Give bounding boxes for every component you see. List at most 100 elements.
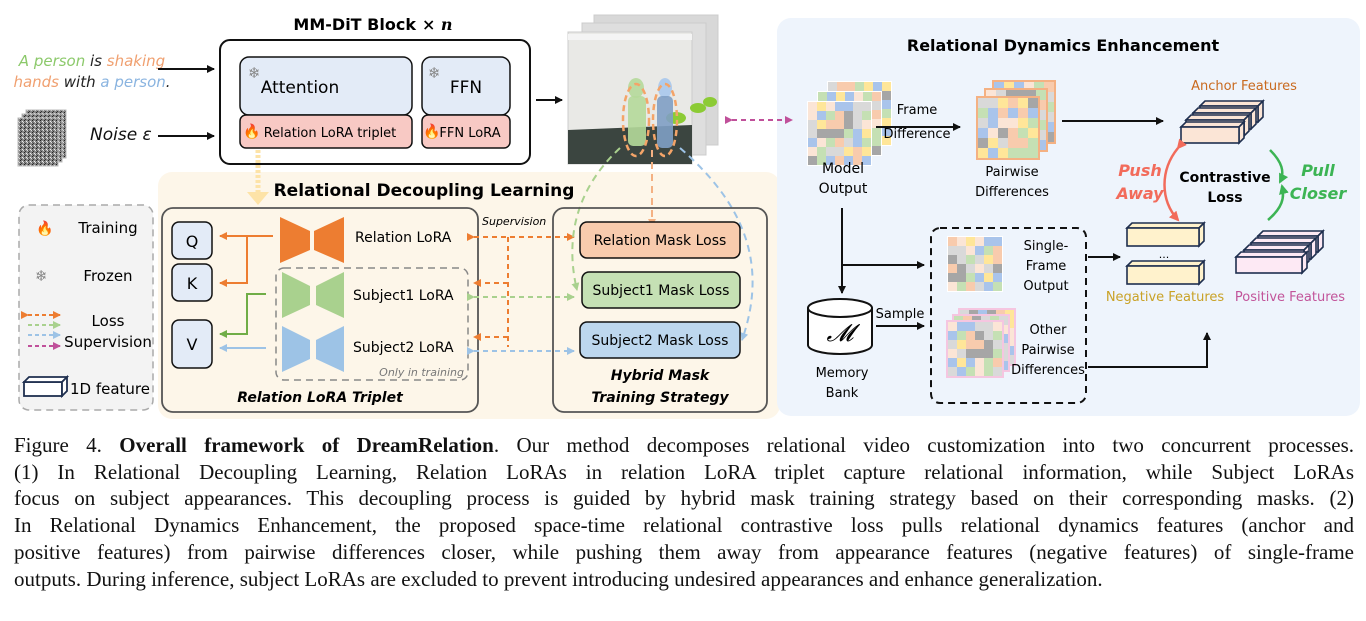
sample-label: Sample [876, 307, 925, 322]
grid-cell [993, 322, 1002, 331]
grid-cell [826, 138, 835, 147]
legend-frozen: Frozen [83, 267, 132, 285]
other-pairwise-label-3: Differences [1011, 363, 1085, 378]
grid-cell [975, 255, 984, 264]
grid-cell [988, 128, 998, 138]
pull-closer-arrow-top [1269, 149, 1289, 184]
fire-icon: 🔥 [423, 123, 440, 140]
grid-cell [808, 120, 817, 129]
grid-cell [872, 137, 881, 146]
feature-cuboid [1180, 126, 1240, 144]
grid-cell [817, 120, 826, 129]
grid-cell [873, 82, 882, 91]
grid-cell [1036, 100, 1046, 110]
figure-caption: Figure 4. Overall framework of DreamRela… [14, 432, 1354, 592]
model-output-grid [807, 81, 892, 166]
other-pairwise-label-1: Other [1030, 323, 1068, 338]
grid-cell [828, 82, 837, 91]
grid-cell [975, 367, 984, 376]
grid-cell [975, 340, 984, 349]
grid-cell [978, 138, 988, 148]
grid-cell [862, 111, 871, 120]
grid-cell [966, 273, 975, 282]
only-in-training-label: Only in training [379, 366, 464, 379]
positive-features-label: Positive Features [1235, 290, 1345, 305]
single-frame-grid [947, 236, 1003, 292]
grid-cell [808, 156, 817, 165]
relation-lora-icon [280, 217, 344, 263]
grid-cell [872, 128, 881, 137]
subject1-mask-loss-box [581, 271, 741, 309]
ffn-label: FFN [450, 78, 482, 98]
grid-cell [1028, 138, 1038, 148]
grid-cell [827, 92, 836, 101]
prompt-part: is [85, 52, 107, 70]
grid-cell [882, 91, 891, 100]
grid-cell [882, 100, 891, 109]
grid-cell [993, 340, 1002, 349]
grid-cell [1028, 148, 1038, 158]
ffn-lora-label: FFN LoRA [439, 126, 500, 141]
grid-cell [882, 118, 891, 127]
grid-cell [984, 246, 993, 255]
grid-cell [975, 246, 984, 255]
grid-cell [853, 120, 862, 129]
grid-cell [1006, 90, 1016, 100]
grid-cell [1044, 132, 1054, 142]
grid-cell [872, 110, 881, 119]
grid-cell [984, 358, 993, 367]
only-in-training-box [275, 267, 469, 381]
grid-cell [978, 118, 988, 128]
grid-cell [835, 120, 844, 129]
grid-cell [1014, 82, 1024, 92]
grid-cell [975, 264, 984, 273]
grid-cell [957, 340, 966, 349]
grid-cell [957, 255, 966, 264]
grid-cell [835, 156, 844, 165]
grid-cell [853, 111, 862, 120]
grid-cell [844, 120, 853, 129]
grid-cell [1018, 118, 1028, 128]
grid-cell [862, 129, 871, 138]
push-away-arrow [1163, 138, 1187, 222]
noise-label: Noise ε [90, 125, 152, 145]
pairwise-differences-grid [976, 80, 1056, 160]
grid-cell [993, 273, 1002, 282]
model-output-label-2: Output [819, 181, 868, 197]
grid-cell [844, 102, 853, 111]
push-label-1: Push [1118, 161, 1161, 180]
grid-cell [1008, 148, 1018, 158]
relation-lora-triplet-label: Relation LoRA triplet [264, 126, 397, 141]
grid-cell [993, 237, 1002, 246]
q-box [171, 221, 213, 260]
other-pairwise-grid [946, 308, 1016, 378]
grid-cell [854, 92, 863, 101]
grid-cell [853, 147, 862, 156]
contrastive-label-1: Contrastive [1179, 170, 1270, 186]
grid-cell [853, 129, 862, 138]
grid-cell [853, 138, 862, 147]
grid-cell [1044, 102, 1054, 112]
snowflake-icon: ❄ [428, 64, 441, 82]
grid-cell [826, 120, 835, 129]
caption-line-5: positive features) from pairwise differe… [14, 539, 1354, 564]
grid-cell [966, 340, 975, 349]
person-subject1 [621, 78, 651, 158]
caption-bold-title: Overall framework of DreamRelation [119, 433, 494, 457]
prompt-part: shaking [107, 52, 165, 70]
grid-cell [872, 92, 881, 101]
rde-title: Relational Dynamics Enhancement [907, 36, 1220, 55]
noise-icon [17, 109, 67, 167]
subject1-mask-curve [571, 147, 621, 291]
pairwise-label-1: Pairwise [985, 165, 1038, 180]
grid-cell [998, 98, 1008, 108]
grid-cell [862, 120, 871, 129]
snowflake-icon: ❄ [35, 267, 48, 285]
subject1-to-v-arrow [219, 293, 266, 338]
grid-cell [957, 237, 966, 246]
grid-cell [817, 147, 826, 156]
grid-cell [1028, 108, 1038, 118]
subject2-mask-loss-label: Subject2 Mask Loss [592, 333, 729, 349]
prompt-part: with [59, 73, 100, 91]
grid-cell [986, 90, 996, 100]
